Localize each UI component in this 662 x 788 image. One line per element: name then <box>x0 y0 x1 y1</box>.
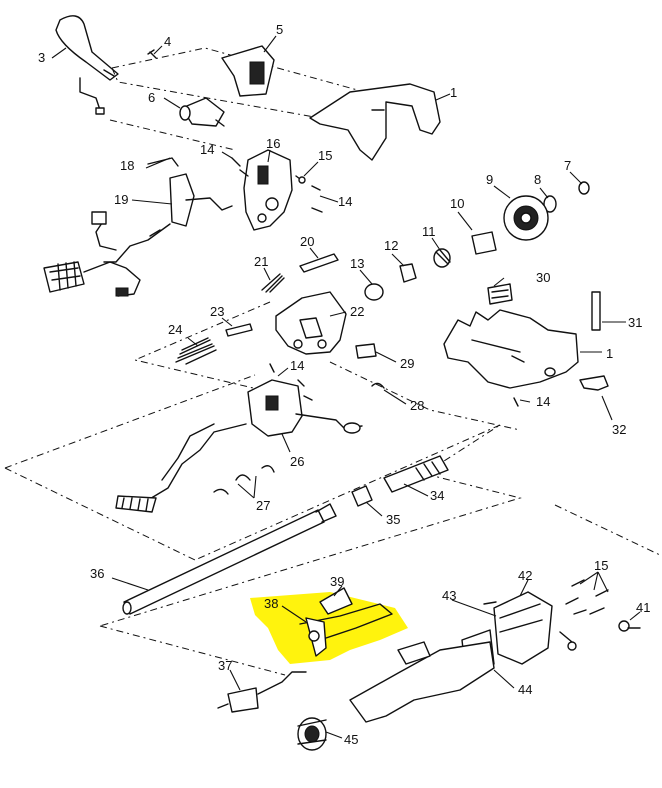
bearing-12 <box>399 263 417 283</box>
small-brackets <box>355 283 601 359</box>
callout-label: 3 <box>38 50 45 65</box>
rack-and-spring <box>261 253 339 293</box>
steering-shaft <box>122 503 337 615</box>
column-housing <box>349 591 577 723</box>
callout-label: 43 <box>442 588 456 603</box>
lower-cover <box>443 309 579 389</box>
callout-label: 44 <box>518 682 532 697</box>
callout-label: 13 <box>350 256 364 271</box>
callout-labels: 1 1 3 4 5 6 7 8 9 10 11 12 13 14 14 14 1… <box>38 22 650 747</box>
right-screws <box>565 579 641 632</box>
callout-label: 10 <box>450 196 464 211</box>
callout-label: 28 <box>410 398 424 413</box>
dashed-guide-lines <box>4 47 661 676</box>
harness-connector <box>43 261 141 297</box>
leader-lines <box>51 35 641 739</box>
callout-label: 27 <box>256 498 270 513</box>
callout-label: 37 <box>218 658 232 673</box>
callout-label: 6 <box>148 90 155 105</box>
callout-label: 45 <box>344 732 358 747</box>
callout-label: 24 <box>168 322 182 337</box>
clips-27 <box>213 465 275 495</box>
lock-cylinder <box>179 97 225 127</box>
callout-label: 14 <box>290 358 304 373</box>
callout-label: 36 <box>90 566 104 581</box>
callout-label: 21 <box>254 254 268 269</box>
multifunction-switch <box>115 363 363 513</box>
callout-label: 8 <box>534 172 541 187</box>
turn-signal-lever <box>55 15 119 115</box>
callout-label: 1 <box>606 346 613 361</box>
callout-label: 22 <box>350 304 364 319</box>
callout-label: 34 <box>430 488 444 503</box>
callout-label: 32 <box>612 422 626 437</box>
callout-label: 7 <box>564 158 571 173</box>
callout-label: 12 <box>384 238 398 253</box>
shaft-hardware <box>364 181 590 301</box>
callout-label: 14 <box>536 394 550 409</box>
tilt-lever-assembly <box>299 587 393 657</box>
lock-housing <box>239 149 293 231</box>
callout-label: 31 <box>628 315 642 330</box>
callout-label: 41 <box>636 600 650 615</box>
bolt-32 <box>579 375 609 391</box>
ring-8 <box>543 195 557 213</box>
nut-7 <box>578 181 590 195</box>
clip-30 <box>487 283 513 305</box>
callout-label: 11 <box>422 224 436 239</box>
knob-boot <box>221 45 275 97</box>
bearing-45 <box>297 717 327 751</box>
callout-label: 1 <box>450 85 457 100</box>
block-29 <box>355 343 377 359</box>
switch-37 <box>217 671 307 713</box>
callout-label: 30 <box>536 270 550 285</box>
switch-housing <box>275 291 347 355</box>
callout-label: 5 <box>276 22 283 37</box>
callout-label: 20 <box>300 234 314 249</box>
callout-label: 14 <box>338 194 352 209</box>
screw-14-lower <box>513 397 519 407</box>
pin-31 <box>591 291 601 331</box>
housing-screws <box>231 157 323 213</box>
pin-and-spring <box>175 323 253 365</box>
callout-label: 35 <box>386 512 400 527</box>
callout-label: 15 <box>318 148 332 163</box>
callout-label: 18 <box>120 158 134 173</box>
dimmer-switch-harness <box>91 157 233 263</box>
callout-label: 9 <box>486 172 493 187</box>
callout-label: 16 <box>266 136 280 151</box>
callout-label: 19 <box>114 192 128 207</box>
callout-label: 39 <box>330 574 344 589</box>
callout-label: 15 <box>594 558 608 573</box>
shaft-upper <box>351 455 449 507</box>
callout-label: 38 <box>264 596 278 611</box>
upper-cover <box>309 83 441 161</box>
callout-label: 26 <box>290 454 304 469</box>
highlight-marker <box>250 592 408 664</box>
callout-label: 29 <box>400 356 414 371</box>
race-13 <box>364 283 384 301</box>
callout-label: 14 <box>200 142 214 157</box>
ring-28 <box>371 382 385 389</box>
cam-10 <box>471 231 497 255</box>
callout-label: 42 <box>518 568 532 583</box>
callout-label: 23 <box>210 304 224 319</box>
screw-4 <box>147 49 157 59</box>
callout-label: 4 <box>164 34 171 49</box>
